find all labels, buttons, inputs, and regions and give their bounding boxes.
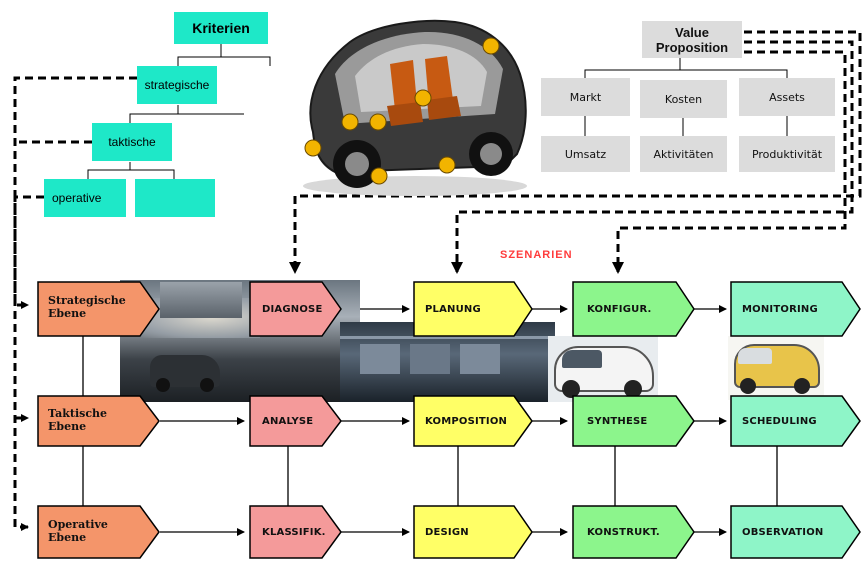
- value-proposition-title-line2: Proposition: [655, 39, 729, 55]
- car-cutaway-image: [303, 19, 527, 196]
- phase-design-label: DESIGN: [425, 526, 469, 538]
- criteria-dashed-lines: [13, 76, 137, 531]
- criteria-operative: operative: [44, 179, 126, 217]
- level-strategic-line2: Ebene: [48, 307, 87, 320]
- level-tactical-line1: Taktische: [48, 407, 108, 420]
- level-operative-line2: Ebene: [48, 531, 87, 544]
- criteria-strategic: strategische: [137, 66, 217, 104]
- phase-analyse-label: ANALYSE: [262, 415, 314, 427]
- value-proposition-title: Value Proposition: [642, 21, 742, 58]
- smart-car-photo: [548, 336, 658, 402]
- phase-synthese-shape: [572, 395, 695, 447]
- phase-planung-label: PLANUNG: [425, 303, 481, 315]
- phase-monitoring-label: MONITORING: [742, 303, 818, 315]
- value-proposition-tree-lines: [584, 58, 788, 136]
- phase-analyse-shape: [249, 395, 342, 447]
- phase-konfigur-label: KONFIGUR.: [587, 303, 652, 315]
- phase-komposition-label: KOMPOSITION: [425, 415, 508, 427]
- sky-photo: [160, 282, 242, 318]
- phase-planung-shape: [413, 281, 533, 337]
- phase-observation-label: OBSERVATION: [742, 526, 824, 538]
- level-operative-line1: Operative: [48, 518, 108, 531]
- level-tactical-label: Taktische Ebene: [48, 407, 107, 433]
- level-operative-shape: [37, 505, 160, 559]
- phase-konstrukt-label: KONSTRUKT.: [587, 526, 660, 538]
- phase-scheduling-shape: [730, 395, 861, 447]
- level-operative-label: Operative Ebene: [48, 518, 108, 544]
- vp-aktivitaeten: Aktivitäten: [640, 136, 727, 172]
- value-proposition-title-line1: Value: [675, 24, 709, 40]
- level-tactical-shape: [37, 395, 160, 447]
- level-strategic-line1: Strategische: [48, 294, 126, 307]
- phase-konfigur-shape: [572, 281, 695, 337]
- vp-assets: Assets: [739, 78, 835, 116]
- phase-diagnose-shape: [249, 281, 342, 337]
- level-strategic-label: Strategische Ebene: [48, 294, 126, 320]
- value-proposition-dashed-lines: [289, 30, 862, 274]
- yellow-car-photo: [728, 336, 824, 400]
- phase-design-shape: [413, 505, 533, 559]
- vp-kosten: Kosten: [640, 80, 727, 118]
- phase-diagnose-label: DIAGNOSE: [262, 303, 323, 315]
- phase-observation-shape: [730, 505, 861, 559]
- phase-klassifik-label: KLASSIFIK.: [262, 526, 326, 538]
- level-tactical-line2: Ebene: [48, 420, 87, 433]
- criteria-tactical: taktische: [92, 123, 172, 161]
- vp-umsatz: Umsatz: [541, 136, 630, 172]
- criteria-title: Kriterien: [174, 12, 268, 44]
- phase-klassifik-shape: [249, 505, 342, 559]
- phase-komposition-shape: [413, 395, 533, 447]
- vp-produktivitaet: Produktivität: [739, 136, 835, 172]
- criteria-empty-box: [135, 179, 215, 217]
- phase-monitoring-shape: [730, 281, 861, 337]
- phase-konstrukt-shape: [572, 505, 695, 559]
- criteria-tree-lines: [87, 44, 271, 179]
- vp-markt: Markt: [541, 78, 630, 116]
- phase-synthese-label: SYNTHESE: [587, 415, 648, 427]
- scenarios-label: SZENARIEN: [500, 249, 573, 261]
- level-strategic-shape: [37, 281, 160, 337]
- phase-scheduling-label: SCHEDULING: [742, 415, 817, 427]
